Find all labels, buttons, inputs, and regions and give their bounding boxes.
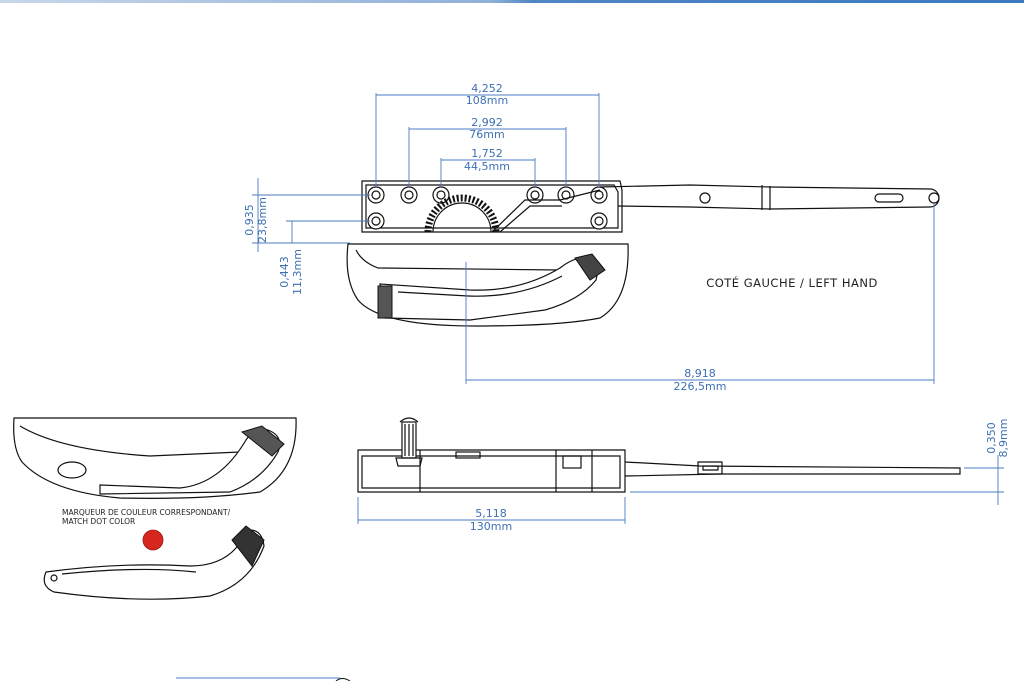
side-view-dimensions: 5,118 130mm 0,350 8,9mm	[357, 419, 1010, 533]
top-view-operator	[346, 180, 940, 327]
match-dot-color-marker	[142, 529, 164, 551]
left-hand-label: COTÉ GAUCHE / LEFT HAND	[706, 275, 878, 290]
dim-arm-inch: 8,918	[684, 367, 716, 380]
splined-shaft	[395, 417, 423, 467]
dim-vertical-inch: 0,935	[243, 204, 256, 236]
dim-side-length-mm: 130mm	[470, 520, 512, 533]
dim-inner-holes-mm: 44,5mm	[464, 160, 510, 173]
window-top-accent-bar	[0, 0, 1024, 3]
bottom-edge-arc	[335, 678, 351, 681]
dim-side-length-inch: 5,118	[475, 507, 507, 520]
dim-inner-holes-inch: 1,752	[471, 147, 503, 160]
top-view-dimensions: 4,252 108mm 2,992 76mm 1,752 44,5mm 0,93…	[243, 82, 935, 393]
dim-side-height-mm: 8,9mm	[997, 419, 1010, 458]
marker-note-line1: MARQUEUR DE COULEUR CORRESPONDANT/	[62, 508, 231, 517]
dim-holes-mm: 76mm	[469, 128, 504, 141]
dim-width-mm: 108mm	[466, 94, 508, 107]
dim-width-inch: 4,252	[471, 82, 503, 95]
dim-offset-inch: 0,443	[278, 256, 291, 288]
marker-note-line2: MATCH DOT COLOR	[62, 517, 135, 526]
handle-cover	[346, 243, 629, 327]
handle-lever	[43, 525, 265, 600]
crank-arm	[599, 184, 940, 210]
dim-offset-mm: 11,3mm	[291, 249, 304, 295]
dim-arm-mm: 226,5mm	[674, 380, 727, 393]
handle-detail-view	[13, 417, 297, 499]
side-view-operator	[357, 417, 961, 493]
dim-vertical-mm: 23,8mm	[256, 197, 269, 243]
dim-side-height-inch: 0,350	[985, 422, 998, 454]
dim-holes-inch: 2,992	[471, 116, 503, 129]
gear	[424, 194, 500, 233]
